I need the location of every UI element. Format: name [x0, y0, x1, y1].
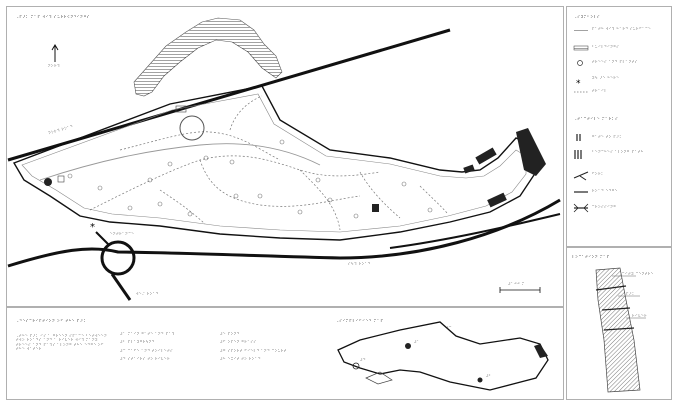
legend-item-5-label: ⠞⠗⠁⠊⠇ — [592, 89, 608, 93]
mini-label-2: ⠼⠃ — [486, 374, 493, 378]
note-2: ⠼⠃ ⠏⠇⠁⠽⠛⠗⠳⠝⠙ — [120, 340, 155, 345]
mini-label-4: ⠼⠙ — [360, 358, 367, 362]
buildings-black — [44, 128, 546, 212]
legend-item-6-label: ⠛⠁⠞⠑ ⠞⠕ ⠏⠜⠅ — [592, 135, 623, 139]
building-hatched — [133, 17, 283, 97]
road-south-line — [7, 198, 561, 268]
legend-item-4-label: ⠽⠳ ⠜⠑ ⠓⠑⠗⠑ — [592, 76, 620, 80]
svg-text:*: * — [576, 79, 581, 89]
entrance-asterisk-icon: * — [90, 222, 95, 233]
note-3: ⠼⠉ ⠉⠁⠋⠑ ⠁⠝⠙ ⠞⠕⠊⠇⠑⠞⠎ — [120, 348, 174, 353]
inset-label-1: ⠉⠊⠞⠽ ⠉⠑⠝⠞⠗⠑ — [622, 272, 654, 276]
park-inner-edge — [21, 93, 527, 233]
inset-frame — [566, 246, 672, 400]
park-outline — [12, 85, 537, 241]
legend-item-2-label: ⠃⠥⠊⠇⠙⠊⠝⠛⠎ — [592, 45, 620, 49]
road-sw-line — [110, 273, 132, 301]
park-trails — [89, 95, 449, 231]
note-7: ⠼⠛ ⠎⠏⠕⠗⠞ ⠋⠊⠑⠇⠙ ⠁⠝⠙ ⠉⠕⠥⠗⠞ — [220, 348, 287, 353]
north-label: ⠝⠕⠗⠹ — [48, 64, 61, 68]
legend-item-7-label: ⠃⠑⠝⠉⠓⠑⠎ ⠁⠇⠕⠝⠛ ⠏⠁⠞⠓ — [592, 150, 644, 154]
entrance-label: ⠑⠝⠞⠗⠁⠝⠉⠑ — [110, 232, 135, 236]
note-6: ⠼⠋ ⠕⠏⠑⠝ ⠛⠗⠁⠎⠎ — [220, 340, 257, 345]
legend-section2-title: ⠠⠞⠁⠉⠞⠊⠇⠑ ⠍⠁⠗⠅⠎ — [574, 116, 619, 121]
road-sw-label: ⠺⠑⠌ ⠗⠕⠁⠙ — [136, 292, 159, 296]
mini-map — [337, 321, 549, 391]
inset-label-2: ⠏⠜⠅ — [626, 292, 636, 296]
road-north-line — [7, 28, 451, 162]
legend-item-1-label: ⠏⠁⠞⠓ ⠺⠊⠹ ⠓⠁⠗⠙ ⠎⠥⠗⠋⠁⠉⠑ — [592, 27, 652, 31]
road-south-line-2 — [389, 213, 561, 249]
map-title: ⠠⠏⠜⠅ ⠍⠁⠏ ⠺⠊⠹ ⠎⠥⠗⠗⠪⠝⠙⠊⠝⠛⠎ — [16, 14, 91, 19]
legend-item-8-label: ⠋⠕⠗⠅ — [592, 172, 605, 176]
mini-map-title: ⠠⠎⠊⠍⠏⠇⠊⠋⠊⠑⠙ ⠍⠁⠏ — [336, 318, 384, 323]
mini-label-3: ⠼⠉ — [446, 326, 453, 330]
scale-bar — [499, 287, 541, 293]
note-4: ⠼⠙ ⠎⠞⠁⠊⠗⠎ ⠞⠕ ⠗⠊⠧⠑⠗ — [120, 357, 171, 362]
legend-frame — [566, 6, 672, 248]
tree-markers — [67, 139, 433, 219]
legend-item-9-label: ⠗⠕⠁⠙ ⠑⠙⠛⠑ — [592, 189, 618, 193]
mini-label-1: ⠼⠁ — [414, 340, 421, 344]
inset-label-3: ⠗⠊⠧⠑⠗ — [632, 314, 648, 318]
bottom-frame — [6, 306, 564, 400]
roundabout — [100, 240, 136, 276]
inset-map — [595, 267, 646, 393]
notes-col-1: ⠼⠁ ⠍⠁⠊⠝ ⠛⠁⠞⠑ ⠁⠝⠙ ⠏⠁⠹ ⠼⠃ ⠏⠇⠁⠽⠛⠗⠳⠝⠙ ⠼⠉ ⠉⠁⠋… — [120, 332, 210, 366]
bottom-title: ⠠⠙⠑⠎⠉⠗⠊⠏⠞⠊⠕⠝ ⠕⠋ ⠞⠓⠑ ⠏⠜⠅ — [16, 318, 87, 323]
main-map-frame — [6, 6, 564, 308]
note-1: ⠼⠁ ⠍⠁⠊⠝ ⠛⠁⠞⠑ ⠁⠝⠙ ⠏⠁⠹ — [120, 332, 175, 336]
notes-col-2: ⠼⠑ ⠏⠕⠝⠙ ⠼⠋ ⠕⠏⠑⠝ ⠛⠗⠁⠎⠎ ⠼⠛ ⠎⠏⠕⠗⠞ ⠋⠊⠑⠇⠙ ⠁⠝⠙… — [220, 332, 314, 366]
legend-item-10-label: ⠉⠗⠕⠎⠎⠊⠝⠛ — [592, 205, 617, 209]
road-south-label: ⠎⠳⠹ ⠗⠕⠁⠙ — [348, 262, 371, 266]
inset-title: ⠇⠕⠉⠁⠞⠊⠕⠝ ⠍⠁⠏ — [572, 254, 610, 259]
main-path — [39, 143, 321, 181]
scale-label: ⠼⠁⠚⠚ ⠍ — [508, 282, 525, 286]
legend-section1-title: ⠠⠎⠽⠍⠃⠕⠇⠎ — [574, 14, 601, 19]
note-5: ⠼⠑ ⠏⠕⠝⠙ — [220, 332, 240, 336]
north-arrow-icon — [51, 44, 59, 62]
description-text: ⠠⠞⠓⠑ ⠏⠜⠅ ⠊⠎ ⠁ ⠛⠗⠑⠑⠝ ⠎⠏⠁⠉⠑ ⠃⠑⠞⠺⠑⠑⠝ ⠞⠺⠕ ⠗⠕… — [16, 334, 109, 352]
legend-item-3-label: ⠞⠗⠑⠑⠎ ⠁⠝⠙ ⠏⠇⠁⠝⠞⠎ — [592, 60, 638, 64]
legend-symbols: * — [573, 28, 589, 213]
note-8: ⠼⠓ ⠑⠭⠊⠞ ⠞⠕ ⠗⠕⠁⠙ — [220, 357, 262, 362]
pond-circle — [179, 115, 205, 141]
